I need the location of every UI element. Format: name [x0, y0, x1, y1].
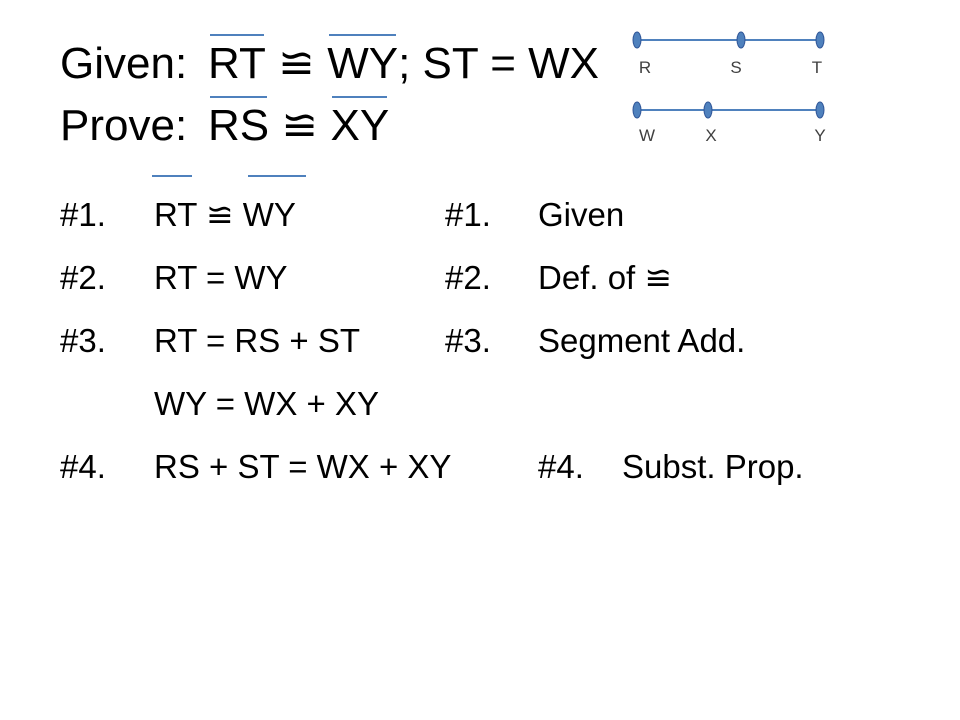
label-x: X	[705, 126, 716, 145]
label-y: Y	[814, 126, 825, 145]
statement: RT = RS + ST	[154, 322, 361, 359]
prove-line: Prove: RS ≌ XY	[60, 96, 390, 150]
given-line: Given: RT ≌ WY; ST = WX	[60, 34, 599, 88]
statement: RS + ST = WX + XY	[154, 448, 452, 485]
reason-number: #1.	[445, 196, 491, 233]
reason: Segment Add.	[538, 322, 746, 359]
statement: RT = WY	[154, 259, 288, 296]
proof-row: #4. RS + ST = WX + XY #4. Subst. Prop.	[60, 450, 940, 513]
prove-congruent-symbol: ≌	[281, 100, 319, 151]
statement: WY = WX + XY	[154, 385, 379, 422]
given-rest: ; ST = WX	[398, 39, 599, 88]
step-number: #2.	[60, 259, 106, 296]
reason-number: #4.	[538, 448, 584, 485]
point-r	[632, 31, 642, 49]
proof-row: #1. RT ≌ WY #1. Given	[60, 198, 940, 261]
step-number: #1.	[60, 196, 106, 233]
given-segment-wy: WY	[327, 34, 399, 88]
segment-diagram: R S T W X Y	[152, 31, 826, 177]
label-r: R	[639, 58, 651, 77]
point-t	[815, 31, 825, 49]
given-label: Given:	[60, 39, 188, 88]
step-number: #4.	[60, 448, 106, 485]
given-congruent-symbol: ≌	[278, 38, 315, 89]
given-segment-rt: RT	[208, 34, 266, 88]
prove-segment-rs: RS	[208, 96, 270, 150]
point-x	[703, 101, 713, 119]
proof-row: WY = WX + XY	[60, 387, 940, 450]
reason: Given	[538, 196, 625, 233]
prove-label: Prove:	[60, 101, 188, 150]
statement: RT ≌ WY	[154, 196, 296, 233]
proof-row: #3. RT = RS + ST #3. Segment Add.	[60, 324, 940, 387]
point-y	[815, 101, 825, 119]
reason-number: #2.	[445, 259, 491, 296]
reason: Def. of ≌	[538, 259, 673, 296]
reason: Subst. Prop.	[622, 448, 804, 485]
label-t: T	[812, 58, 822, 77]
label-s: S	[730, 58, 741, 77]
label-w: W	[639, 126, 655, 145]
proof-row: #2. RT = WY #2. Def. of ≌	[60, 261, 940, 324]
step-number: #3.	[60, 322, 106, 359]
point-s	[736, 31, 746, 49]
prove-segment-xy: XY	[330, 96, 390, 150]
proof-table: #1. RT ≌ WY #1. Given #2. RT = WY #2. De…	[60, 198, 940, 513]
point-w	[632, 101, 642, 119]
reason-number: #3.	[445, 322, 491, 359]
